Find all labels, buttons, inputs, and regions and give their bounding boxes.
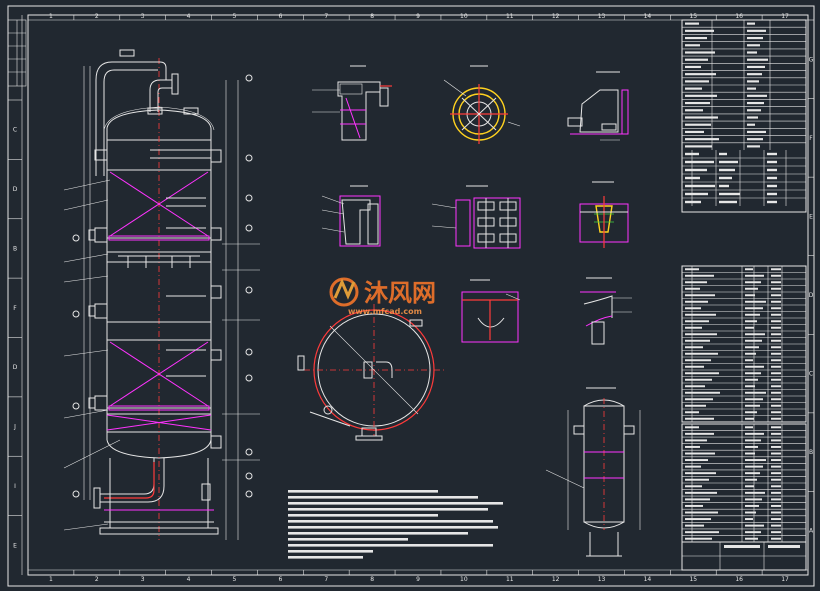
watermark-logo-icon <box>329 277 359 307</box>
note-line <box>288 502 503 505</box>
watermark-url-text: www.mfcad.com <box>348 307 422 316</box>
column-label: 13 <box>598 13 606 20</box>
row-label: C <box>13 127 17 134</box>
column-label: 16 <box>735 13 743 20</box>
row-label: D <box>809 292 814 299</box>
column-label: 5 <box>233 13 237 20</box>
row-label: F <box>809 135 813 142</box>
watermark-brand-text: 沐风网 <box>364 279 436 307</box>
watermark: 沐风网 www.mfcad.com <box>329 277 436 316</box>
column-label: 4 <box>187 576 191 583</box>
note-line <box>288 514 438 517</box>
column-label: 13 <box>598 576 606 583</box>
column-label: 16 <box>735 576 743 583</box>
row-label: B <box>13 245 17 252</box>
title-block <box>681 541 807 571</box>
column-label: 10 <box>460 13 468 20</box>
column-label: 9 <box>416 13 420 20</box>
column-label: 3 <box>141 576 145 583</box>
note-line <box>288 544 493 547</box>
detail-grid-plate <box>431 185 521 249</box>
row-label: E <box>809 213 813 220</box>
vessel-elevation <box>63 49 260 540</box>
inner-border <box>27 14 809 576</box>
column-label: 1 <box>49 13 53 20</box>
detail-lower-flange <box>321 185 381 247</box>
technical-notes-block <box>288 490 503 559</box>
column-label: 6 <box>278 576 282 583</box>
column-label: 15 <box>689 13 697 20</box>
note-line <box>288 532 468 535</box>
column-label: 1 <box>49 576 53 583</box>
row-labels-left: C D B F D J I E <box>8 99 22 549</box>
table-bottom-right <box>681 423 807 571</box>
detail-corner-weld <box>567 71 629 141</box>
column-label: 12 <box>552 576 560 583</box>
note-line <box>288 538 408 541</box>
column-label: 2 <box>95 13 99 20</box>
detail-flange-section <box>312 65 392 141</box>
small-vessel-view <box>545 387 641 557</box>
detail-bracket <box>580 277 632 345</box>
row-label: J <box>13 424 16 431</box>
column-label: 14 <box>644 13 652 20</box>
section-circle-view <box>297 304 444 441</box>
row-label: E <box>13 542 17 549</box>
note-line <box>288 550 373 553</box>
column-label: 17 <box>781 13 789 20</box>
table-middle-right <box>681 265 807 423</box>
column-label: 3 <box>141 13 145 20</box>
row-label: A <box>809 528 814 535</box>
column-label: 8 <box>370 576 374 583</box>
note-line <box>288 526 498 529</box>
detail-ring-plan <box>443 65 521 144</box>
row-label: D <box>13 186 18 193</box>
column-label: 14 <box>644 576 652 583</box>
note-line <box>288 496 478 499</box>
column-label: 5 <box>233 576 237 583</box>
note-line <box>288 556 363 559</box>
row-label: G <box>809 56 814 63</box>
column-label: 12 <box>552 13 560 20</box>
row-label: D <box>13 364 18 371</box>
row-label: F <box>13 305 17 312</box>
column-label: 4 <box>187 13 191 20</box>
column-label: 6 <box>278 13 282 20</box>
stamp-grid <box>7 19 27 87</box>
row-labels-right: G F E D C B A <box>808 19 814 535</box>
row-label: C <box>809 371 813 378</box>
column-label: 2 <box>95 576 99 583</box>
column-label: 11 <box>506 13 514 20</box>
row-label: I <box>14 483 16 490</box>
column-label: 9 <box>416 576 420 583</box>
column-label: 7 <box>324 13 328 20</box>
row-label: B <box>809 449 813 456</box>
column-label: 10 <box>460 576 468 583</box>
detail-weld-hatch <box>579 181 629 248</box>
note-line <box>288 520 493 523</box>
column-label: 15 <box>689 576 697 583</box>
column-label: 11 <box>506 576 514 583</box>
column-label: 17 <box>781 576 789 583</box>
note-line <box>288 508 488 511</box>
detail-support-notch <box>461 279 521 343</box>
table-top-right <box>681 19 807 213</box>
note-line <box>288 490 438 493</box>
column-label: 8 <box>370 13 374 20</box>
column-label: 7 <box>324 576 328 583</box>
